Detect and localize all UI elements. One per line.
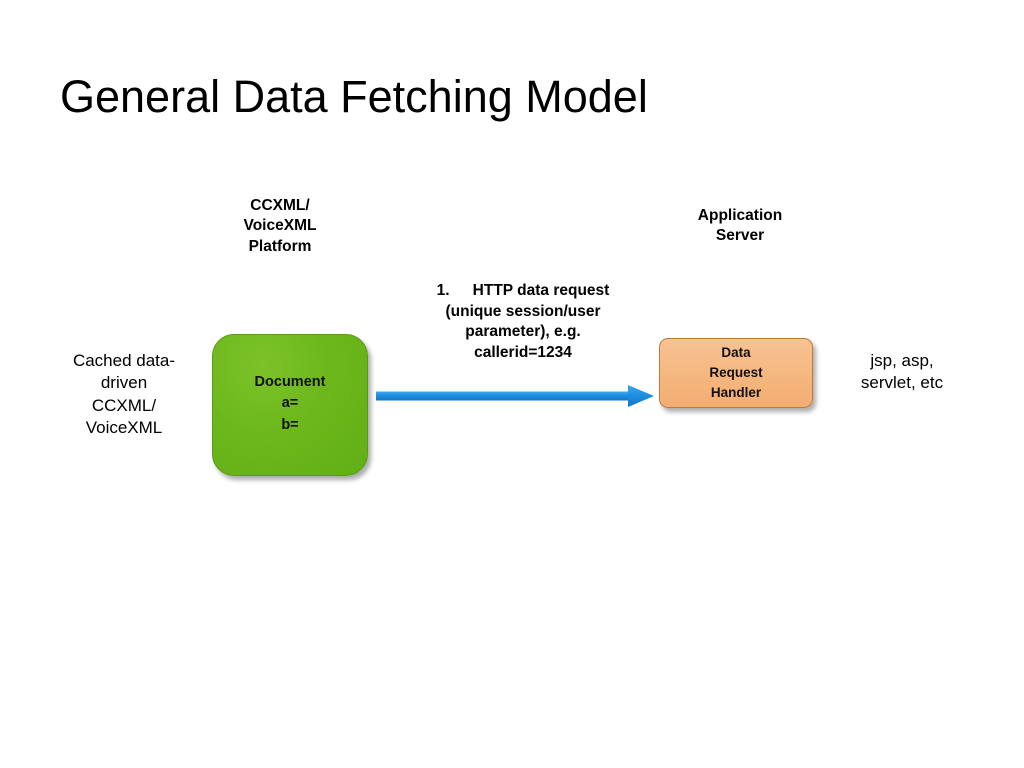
- document-node-line-1: Document: [254, 374, 326, 391]
- handler-node-line-1: Data: [721, 345, 751, 361]
- cached-source-caption: Cached data- driven CCXML/ VoiceXML: [38, 350, 210, 440]
- platform-caption-line-2: VoiceXML: [243, 217, 317, 235]
- document-node-text: Document a= b=: [255, 372, 326, 437]
- step-1-number: 1.: [436, 282, 450, 299]
- document-node-line-3: b=: [281, 416, 299, 433]
- step-1-first-line: 1. HTTP data request: [400, 281, 646, 302]
- server-technology-caption: jsp, asp, servlet, etc: [832, 350, 972, 395]
- data-request-handler-text: Data Request Handler: [709, 343, 762, 403]
- handler-node-line-2: Request: [709, 365, 763, 381]
- arrow-head: [628, 385, 654, 407]
- data-request-handler-node[interactable]: Data Request Handler: [659, 338, 813, 408]
- cached-source-line-2: driven: [100, 373, 148, 393]
- cached-source-line-3: CCXML/: [91, 395, 157, 415]
- step-1-line-2: (unique session/user: [445, 302, 601, 320]
- document-node[interactable]: Document a= b=: [212, 334, 368, 476]
- cached-source-line-4: VoiceXML: [85, 418, 163, 438]
- handler-node-line-3: Handler: [710, 384, 762, 400]
- step-1-line-1: HTTP data request: [472, 282, 610, 299]
- application-server-caption-line-2: Server: [715, 227, 765, 245]
- platform-caption-line-3: Platform: [248, 237, 312, 255]
- document-node-line-2: a=: [281, 395, 299, 412]
- application-server-caption-line-1: Application: [697, 207, 783, 224]
- platform-caption-line-1: CCXML/: [250, 197, 310, 214]
- server-technology-line-1: jsp, asp,: [870, 351, 934, 370]
- application-server-caption: Application Server: [661, 206, 819, 247]
- step-1-line-4: callerid=1234: [474, 343, 572, 361]
- cached-source-line-1: Cached data-: [72, 351, 176, 370]
- platform-caption: CCXML/ VoiceXML Platform: [200, 196, 360, 257]
- arrow-shaft: [376, 391, 631, 401]
- http-data-request-arrow: [376, 385, 654, 407]
- step-1-line-3: parameter), e.g.: [465, 323, 581, 341]
- page-title: General Data Fetching Model: [60, 71, 648, 122]
- step-1-label: 1. HTTP data request (unique session/user…: [400, 281, 646, 363]
- server-technology-line-2: servlet, etc: [860, 373, 944, 393]
